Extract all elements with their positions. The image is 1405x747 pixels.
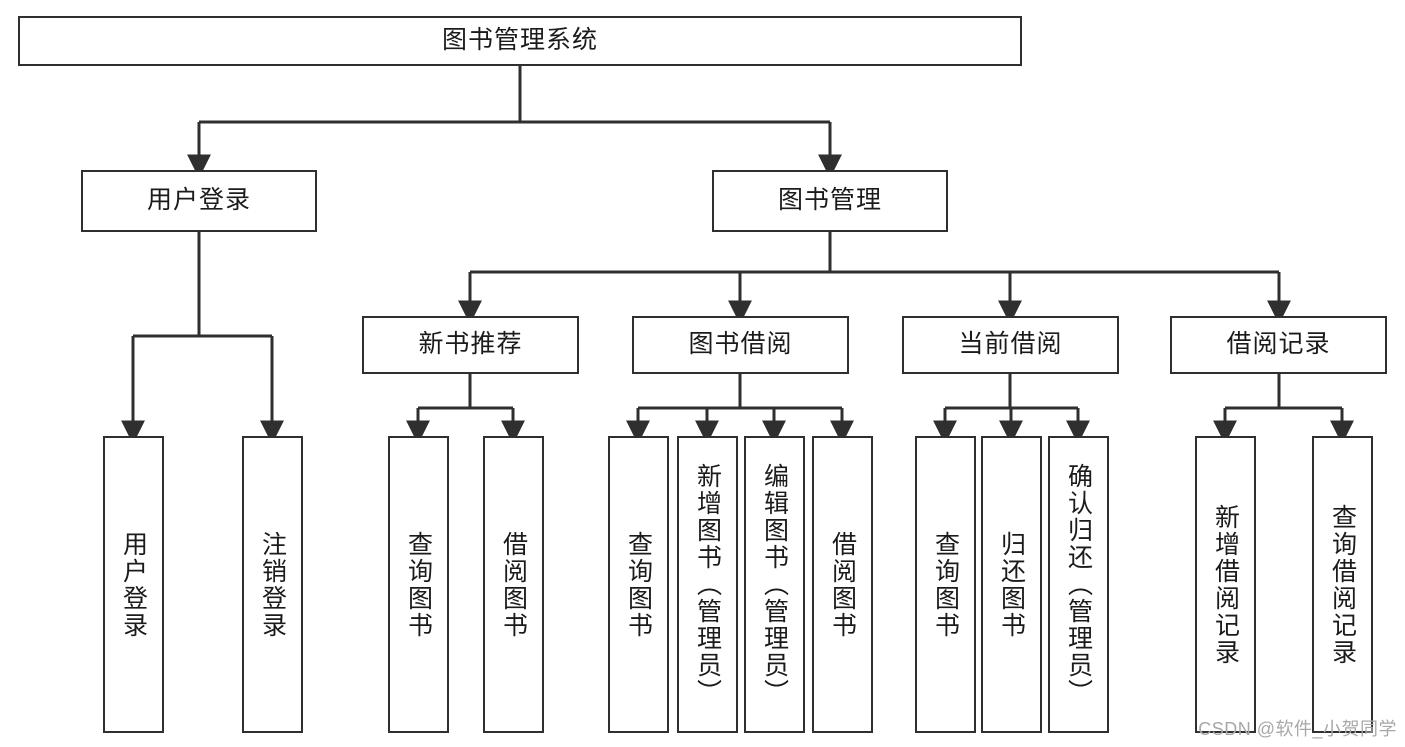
leaf-borrow-book-1-label: 借阅图书: [499, 530, 528, 639]
node-borrow-record[interactable]: 借阅记录: [1170, 316, 1387, 374]
leaf-query-book-1[interactable]: 查询图书: [388, 436, 449, 733]
leaf-borrow-book-2[interactable]: 借阅图书: [812, 436, 873, 733]
csdn-watermark: CSDN @软件_小贺同学: [1198, 719, 1397, 739]
leaf-query-book-3-label: 查询图书: [931, 530, 960, 639]
leaf-query-book-2-label: 查询图书: [624, 530, 653, 639]
leaf-query-record-label: 查询借阅记录: [1328, 503, 1357, 666]
leaf-confirm-return-label: 确认归还（管理员）: [1064, 463, 1093, 706]
node-user-login[interactable]: 用户登录: [81, 170, 317, 232]
node-book-borrow[interactable]: 图书借阅: [632, 316, 849, 374]
leaf-confirm-return[interactable]: 确认归还（管理员）: [1048, 436, 1109, 733]
leaf-add-book-label: 新增图书（管理员）: [693, 463, 722, 706]
leaf-borrow-book-2-label: 借阅图书: [828, 530, 857, 639]
leaf-return-book-label: 归还图书: [997, 530, 1026, 639]
leaf-query-book-2[interactable]: 查询图书: [608, 436, 669, 733]
leaf-user-login[interactable]: 用户登录: [103, 436, 164, 733]
leaf-query-book-3[interactable]: 查询图书: [915, 436, 976, 733]
node-root-label: 图书管理系统: [441, 26, 598, 55]
leaf-edit-book[interactable]: 编辑图书（管理员）: [744, 436, 805, 733]
leaf-add-book[interactable]: 新增图书（管理员）: [677, 436, 738, 733]
node-book-manage-label: 图书管理: [777, 186, 882, 215]
leaf-logout-login[interactable]: 注销登录: [242, 436, 303, 733]
leaf-add-record-label: 新增借阅记录: [1211, 503, 1240, 666]
leaf-borrow-book-1[interactable]: 借阅图书: [483, 436, 544, 733]
node-book-borrow-label: 图书借阅: [688, 330, 793, 359]
leaf-logout-login-label: 注销登录: [258, 530, 287, 639]
leaf-query-record[interactable]: 查询借阅记录: [1312, 436, 1373, 733]
node-new-book-recommend-label: 新书推荐: [418, 330, 523, 359]
leaf-edit-book-label: 编辑图书（管理员）: [760, 463, 789, 706]
node-new-book-recommend[interactable]: 新书推荐: [362, 316, 579, 374]
node-book-manage[interactable]: 图书管理: [712, 170, 948, 232]
node-current-borrow-label: 当前借阅: [958, 330, 1063, 359]
leaf-return-book[interactable]: 归还图书: [981, 436, 1042, 733]
leaf-add-record[interactable]: 新增借阅记录: [1195, 436, 1256, 733]
node-root[interactable]: 图书管理系统: [18, 16, 1022, 66]
leaf-query-book-1-label: 查询图书: [404, 530, 433, 639]
leaf-user-login-label: 用户登录: [119, 530, 148, 639]
node-current-borrow[interactable]: 当前借阅: [902, 316, 1119, 374]
node-user-login-label: 用户登录: [146, 186, 251, 215]
node-borrow-record-label: 借阅记录: [1226, 330, 1331, 359]
